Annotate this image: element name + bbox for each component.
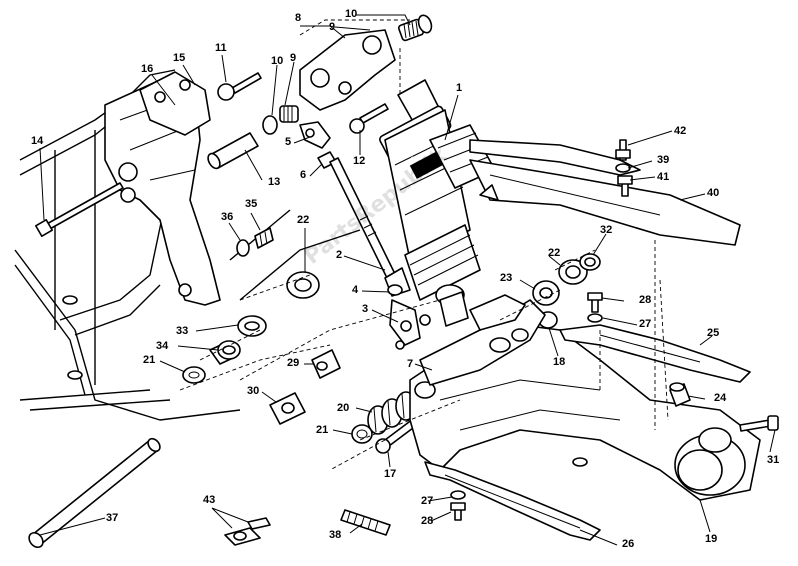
cap-29 <box>311 349 341 379</box>
needle-bearing-pair-left <box>262 105 299 135</box>
callout-22-right: 22 <box>548 247 561 259</box>
callout-6: 6 <box>300 169 307 181</box>
callout-40: 40 <box>707 187 720 199</box>
needle-bearing-pair-top <box>397 14 433 42</box>
pin-13 <box>207 132 259 170</box>
assembly-lines <box>179 19 669 471</box>
bolt-31 <box>739 415 779 432</box>
callout-1: 1 <box>456 82 463 94</box>
callout-43: 43 <box>203 494 216 506</box>
callout-2: 2 <box>336 249 343 261</box>
callout-27-right: 27 <box>639 318 652 330</box>
rod-end-5 <box>299 121 331 149</box>
screw-35 <box>254 227 274 249</box>
callout-14: 14 <box>31 135 44 147</box>
bushing-32 <box>579 253 601 271</box>
callout-13: 13 <box>268 176 281 188</box>
washer-36 <box>236 239 250 257</box>
swingarm <box>409 324 761 501</box>
callout-9-top: 9 <box>329 21 336 33</box>
callout-23: 23 <box>500 272 513 284</box>
screw-42 <box>615 139 631 161</box>
bushing-33 <box>237 315 267 337</box>
callout-30: 30 <box>247 385 260 397</box>
cap-30 <box>269 392 306 425</box>
callout-9-left: 9 <box>290 52 297 64</box>
washer-27-top <box>587 313 603 323</box>
callout-4: 4 <box>352 284 359 296</box>
seal-21-right <box>351 424 373 444</box>
callout-19: 19 <box>705 533 718 545</box>
lower-guard-26 <box>424 461 601 541</box>
callout-41: 41 <box>657 171 670 183</box>
callout-34: 34 <box>156 340 169 352</box>
washer-27-bottom <box>450 490 466 500</box>
callout-3: 3 <box>362 303 369 315</box>
bolt-12 <box>349 103 389 134</box>
callout-22-left: 22 <box>297 214 310 226</box>
chain-38 <box>340 509 391 536</box>
washer-4 <box>387 284 403 296</box>
screw-28-bottom <box>450 502 466 521</box>
bushing-22-right <box>558 259 588 285</box>
callout-20: 20 <box>337 402 350 414</box>
tie-link-7 <box>419 294 546 386</box>
leader-lines <box>39 14 776 546</box>
long-bolt <box>35 182 124 237</box>
seal-21-left <box>182 366 206 384</box>
upper-bracket <box>139 71 211 136</box>
callout-35: 35 <box>245 198 258 210</box>
bushing-23 <box>532 280 560 306</box>
callout-16: 16 <box>141 63 154 75</box>
rod-end-3 <box>389 299 431 350</box>
callout-10-top: 10 <box>345 8 358 20</box>
spacer-24 <box>669 382 691 407</box>
callout-31: 31 <box>767 454 780 466</box>
callout-21-right: 21 <box>316 424 329 436</box>
callout-28-right: 28 <box>639 294 652 306</box>
callout-24: 24 <box>714 392 727 404</box>
callout-27-bottom: 27 <box>421 495 434 507</box>
chain-link-43 <box>224 517 271 546</box>
callout-25: 25 <box>707 327 720 339</box>
bolt-11 <box>217 72 262 101</box>
chain-guard-upper <box>469 139 741 246</box>
callout-8: 8 <box>295 12 302 24</box>
needle-bearings-20 <box>367 391 417 435</box>
washer-39 <box>615 163 631 173</box>
callout-17: 17 <box>384 468 397 480</box>
frame <box>14 69 361 421</box>
callout-11: 11 <box>215 42 227 54</box>
callout-37: 37 <box>106 512 119 524</box>
screw-28-top <box>587 292 603 313</box>
callout-26: 26 <box>622 538 635 550</box>
callout-28-bottom: 28 <box>421 515 434 527</box>
spindle-37 <box>28 437 161 549</box>
bushing-22-left <box>286 271 320 299</box>
bushing-34 <box>209 340 241 365</box>
callout-33: 33 <box>176 325 189 337</box>
callout-36: 36 <box>221 211 234 223</box>
callout-15: 15 <box>173 52 186 64</box>
callout-38: 38 <box>329 529 342 541</box>
callout-12: 12 <box>353 155 366 167</box>
callout-7: 7 <box>407 358 414 370</box>
callout-32: 32 <box>600 224 613 236</box>
callout-21-left: 21 <box>143 354 156 366</box>
callout-39: 39 <box>657 154 670 166</box>
callout-18: 18 <box>553 356 566 368</box>
callout-5: 5 <box>285 136 292 148</box>
rocker-linkage <box>299 29 396 111</box>
callout-29: 29 <box>287 357 300 369</box>
callout-10-left: 10 <box>271 55 284 67</box>
callout-42: 42 <box>674 125 687 137</box>
